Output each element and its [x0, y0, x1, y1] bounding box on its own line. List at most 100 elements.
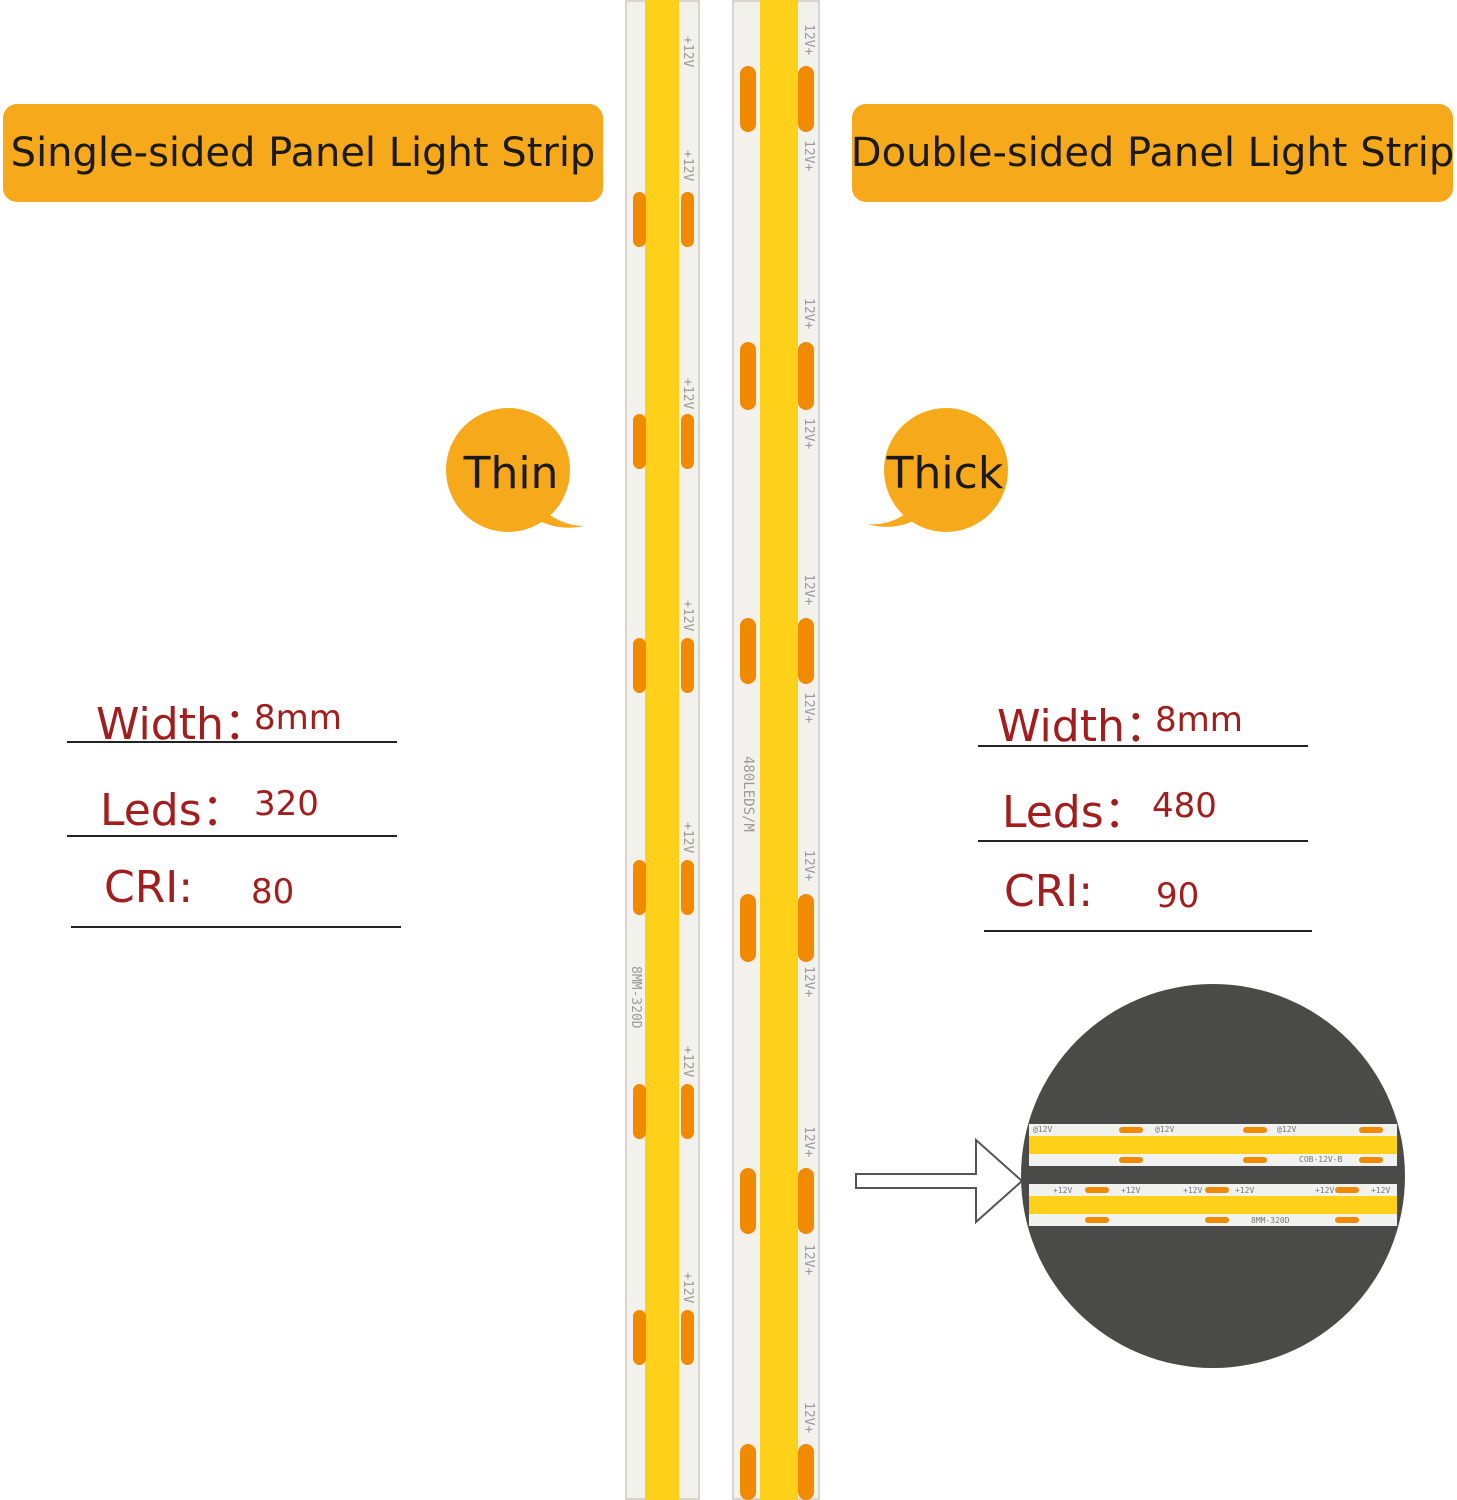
spec-label: Width：: [997, 701, 1169, 752]
strip-print: 12V+: [801, 298, 816, 330]
divider: [67, 741, 397, 743]
solder-pad: [1359, 1157, 1383, 1163]
strip-print: +12V: [680, 378, 695, 410]
spec-value: 8mm: [1155, 700, 1243, 740]
strip-print: 12V+: [801, 418, 816, 450]
double-sided-banner: Double-sided Panel Light Strip: [851, 104, 1454, 202]
solder-pad: [1243, 1157, 1267, 1163]
thick-led-strip: 12V+ 12V+ 12V+ 12V+ 12V+ 12V+ 12V+ 12V+ …: [732, 0, 820, 1500]
strip-model-print: 480LEDS/M: [740, 756, 756, 832]
solder-pad: [1243, 1127, 1267, 1133]
solder-pad: [1359, 1127, 1383, 1133]
strip-print: +12V: [680, 1272, 695, 1304]
strip-closeup-inset: @12V @12V @12V COB-12V-B +12V +12V +12V …: [1021, 984, 1405, 1368]
left-leds-spec: Leds： 320: [100, 774, 319, 838]
led-glow: [645, 0, 679, 1500]
strip-print: +12V: [680, 36, 695, 68]
solder-pad: [1335, 1187, 1359, 1193]
strip-print: 12V+: [801, 24, 816, 56]
thick-label: Thick: [886, 448, 1004, 499]
divider: [978, 840, 1308, 842]
spec-label: Leds：: [1002, 787, 1148, 838]
strip-print: +12V: [680, 822, 695, 854]
thin-bubble: Thin: [446, 408, 584, 538]
led-glow: [760, 0, 798, 1500]
spec-value: 480: [1152, 786, 1217, 826]
solder-pad: [1085, 1217, 1109, 1223]
solder-pad: [1205, 1217, 1229, 1223]
solder-pad: [681, 1310, 694, 1365]
solder-pad: [798, 1168, 814, 1234]
spec-value: 8mm: [254, 698, 342, 738]
thin-led-strip: +12V +12V +12V +12V +12V +12V +12V 8MM-3…: [625, 0, 700, 1500]
strip-model-print: 8MM-320D: [628, 966, 643, 1029]
solder-pad: [633, 192, 646, 247]
closeup-double-strip: @12V @12V @12V COB-12V-B: [1029, 1124, 1397, 1166]
closeup-print: +12V: [1371, 1186, 1391, 1195]
strip-print: 12V+: [801, 140, 816, 172]
solder-pad: [681, 192, 694, 247]
solder-pad: [740, 66, 756, 132]
divider: [67, 835, 397, 837]
spec-value: 90: [1156, 876, 1200, 916]
solder-pad: [740, 894, 756, 962]
divider: [978, 745, 1308, 747]
solder-pad: [633, 414, 646, 469]
solder-pad: [633, 860, 646, 915]
spec-label: CRI:: [1004, 866, 1094, 917]
speech-bubble-icon: [868, 408, 1008, 532]
solder-pad: [1119, 1127, 1143, 1133]
closeup-print: +12V: [1121, 1186, 1141, 1195]
solder-pad: [798, 618, 814, 684]
spec-label: CRI:: [104, 862, 194, 913]
closeup-print: @12V: [1033, 1125, 1053, 1134]
strip-print: +12V: [680, 1046, 695, 1078]
closeup-print: +12V: [1315, 1186, 1335, 1195]
arrow-right-icon: [855, 1137, 1024, 1225]
strip-print: 12V+: [801, 966, 816, 998]
closeup-print: +12V: [1183, 1186, 1203, 1195]
strip-print: +12V: [680, 600, 695, 632]
solder-pad: [798, 342, 814, 410]
spec-value: 80: [251, 872, 295, 912]
solder-pad: [740, 1168, 756, 1234]
strip-print: +12V: [680, 150, 695, 182]
closeup-print: @12V: [1155, 1125, 1175, 1134]
solder-pad: [798, 66, 814, 132]
strip-print: 12V+: [801, 574, 816, 606]
solder-pad: [681, 860, 694, 915]
solder-pad: [798, 1444, 814, 1500]
speech-bubble-icon: [446, 408, 584, 532]
solder-pad: [681, 414, 694, 469]
solder-pad: [1335, 1217, 1359, 1223]
thick-bubble: Thick: [868, 408, 1008, 538]
strip-print: 12V+: [801, 850, 816, 882]
right-cri-spec: CRI: 90: [1004, 866, 1199, 917]
solder-pad: [798, 894, 814, 962]
thin-label: Thin: [463, 448, 559, 499]
solder-pad: [1205, 1187, 1229, 1193]
right-leds-spec: Leds： 480: [1002, 776, 1217, 840]
solder-pad: [633, 1084, 646, 1139]
right-width-spec: Width： 8mm: [997, 690, 1243, 754]
solder-pad: [1119, 1157, 1143, 1163]
strip-print: 12V+: [801, 692, 816, 724]
solder-pad: [740, 618, 756, 684]
strip-print: 12V+: [801, 1244, 816, 1276]
led-glow: [1029, 1196, 1397, 1214]
spec-value: 320: [254, 784, 319, 824]
led-glow: [1029, 1136, 1397, 1154]
solder-pad: [681, 638, 694, 693]
left-cri-spec: CRI: 80: [104, 862, 294, 913]
closeup-print: COB-12V-B: [1299, 1155, 1343, 1164]
solder-pad: [633, 638, 646, 693]
closeup-print: +12V: [1053, 1186, 1073, 1195]
divider: [984, 930, 1312, 932]
closeup-single-strip: +12V +12V +12V +12V +12V +12V 8MM-320D: [1029, 1184, 1397, 1226]
closeup-print: +12V: [1235, 1186, 1255, 1195]
solder-pad: [740, 1444, 756, 1500]
solder-pad: [1085, 1187, 1109, 1193]
solder-pad: [681, 1084, 694, 1139]
divider: [71, 926, 401, 928]
closeup-print: @12V: [1277, 1125, 1297, 1134]
